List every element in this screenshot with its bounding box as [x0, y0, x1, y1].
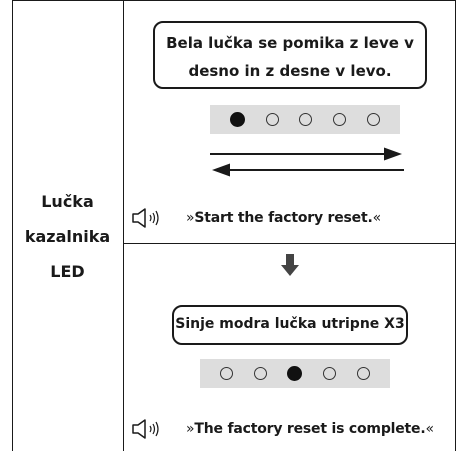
step2-voice-message: The factory reset is complete. [194, 421, 426, 437]
table-column-divider [123, 0, 124, 451]
row-label-line-2: kazalnika [24, 227, 111, 246]
step2-led-strip [200, 359, 390, 388]
step1-voice-text: »Start the factory reset.« [186, 210, 381, 226]
left-arrow-icon [212, 163, 404, 177]
step2-led-1 [220, 367, 234, 380]
step2-speech-bubble: Sinje modra lučka utripne X3 [172, 305, 408, 345]
step2-voice-open-quote: » [186, 421, 195, 437]
row-label-line-1: Lučka [41, 192, 94, 211]
step1-led-4 [333, 113, 347, 126]
step1-speech-bubble: Bela lučka se pomika z leve v desno in z… [153, 21, 427, 89]
step1-led-strip [210, 105, 400, 134]
table-row-divider [123, 243, 456, 244]
step1-led-2 [265, 113, 279, 126]
down-arrow-icon [281, 254, 299, 276]
step1-led-5 [366, 113, 380, 126]
step2-led-3 [287, 366, 303, 381]
right-arrow-icon [210, 147, 402, 161]
step2-voice-prompt: »The factory reset is complete.« [130, 417, 434, 441]
step1-led-3 [299, 113, 313, 126]
step1-voice-message: Start the factory reset. [194, 210, 373, 226]
table-left-border [12, 0, 13, 451]
step1-bubble-line-1: Bela lučka se pomika z leve v [166, 34, 414, 52]
row-label: Lučka kazalnika LED [12, 184, 123, 289]
step2-bubble-text: Sinje modra lučka utripne X3 [175, 316, 405, 332]
step2-led-4 [323, 367, 337, 380]
table-top-border [12, 0, 456, 1]
step1-led-1 [230, 112, 246, 127]
row-label-line-3: LED [50, 262, 85, 281]
step2-led-5 [356, 367, 370, 380]
step1-voice-close-quote: « [372, 210, 382, 226]
step2-led-2 [253, 367, 267, 380]
speaker-icon [132, 208, 159, 228]
step2-voice-text: »The factory reset is complete.« [186, 421, 434, 437]
table-right-border [455, 0, 456, 451]
step2-voice-close-quote: « [425, 421, 434, 437]
speaker-icon [132, 419, 159, 439]
step1-voice-open-quote: » [186, 210, 195, 226]
step1-voice-prompt: »Start the factory reset.« [130, 206, 381, 230]
step1-bubble-line-2: desno in z desne v levo. [188, 62, 392, 80]
